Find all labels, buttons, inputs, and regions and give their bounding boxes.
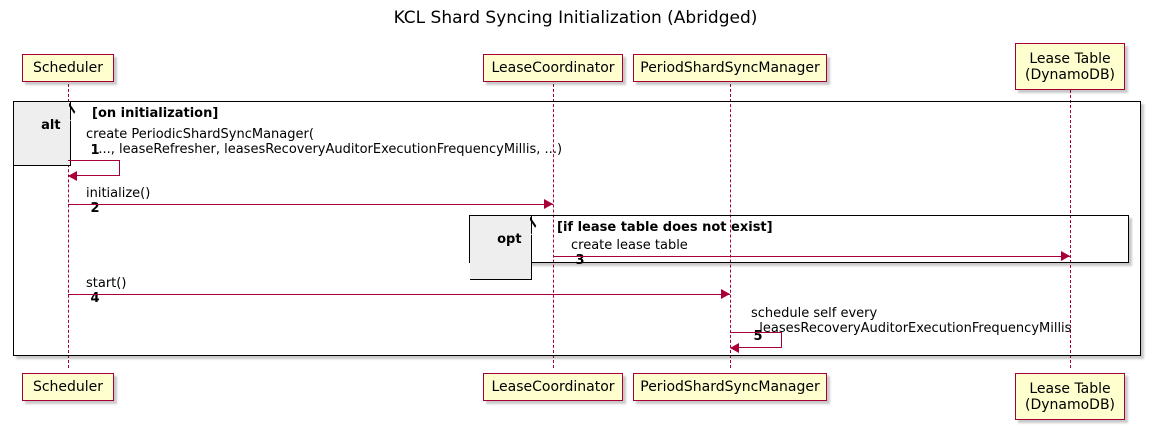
message-3-arrowhead [1061, 251, 1070, 261]
lifeline-lease-table [1070, 90, 1071, 368]
participant-scheduler-top-label: Scheduler [32, 60, 104, 76]
participant-lease-coordinator-top-label: LeaseCoordinator [491, 60, 615, 76]
participant-period-shard-sync-manager-top[interactable]: PeriodShardSyncManager [633, 54, 827, 82]
fragment-opt [469, 215, 1129, 263]
participant-lease-table-top-label-line1: Lease Table [1029, 50, 1111, 67]
fragment-alt [13, 101, 1141, 356]
fragment-alt-label-text: alt [41, 118, 61, 133]
participant-lease-coordinator-top[interactable]: LeaseCoordinator [483, 54, 623, 82]
message-2-line [68, 204, 553, 205]
message-4-text: 4 [74, 276, 100, 321]
message-3-text: 3 [559, 238, 585, 283]
message-5-number: 5 [753, 329, 763, 344]
message-4-number: 4 [90, 291, 100, 306]
participant-period-shard-sync-manager-bottom[interactable]: PeriodShardSyncManager [633, 373, 827, 401]
participant-lease-table-bottom[interactable]: Lease Table (DynamoDB) [1015, 373, 1125, 420]
fragment-opt-guard: [if lease table does not exist] [557, 220, 773, 235]
lifeline-period-shard-sync-manager [730, 84, 731, 368]
message-5-self-loop [730, 332, 782, 348]
participant-scheduler-bottom[interactable]: Scheduler [22, 373, 114, 401]
message-2-arrowhead [544, 199, 553, 209]
message-1-number: 1 [90, 143, 100, 158]
participant-scheduler-top[interactable]: Scheduler [22, 54, 114, 82]
participant-period-shard-sync-manager-top-label: PeriodShardSyncManager [640, 60, 820, 76]
message-5-arrowhead [730, 343, 739, 353]
fragment-opt-label-text: opt [497, 232, 522, 247]
message-1-label-line1: create PeriodicShardSyncManager( [86, 127, 314, 142]
message-2-label: initialize() [86, 186, 151, 201]
fragment-alt-corner [69, 101, 82, 122]
message-4-line [68, 294, 730, 295]
message-3-line [553, 256, 1070, 257]
message-3-label: create lease table [571, 238, 688, 253]
message-5-text: 5 [737, 314, 763, 359]
message-2-number: 2 [90, 201, 100, 216]
lifeline-scheduler [68, 84, 69, 368]
participant-lease-table-top[interactable]: Lease Table (DynamoDB) [1015, 43, 1125, 90]
participant-scheduler-bottom-label: Scheduler [32, 379, 104, 395]
message-5-label-line1: schedule self every [751, 306, 878, 321]
message-1-self-loop [68, 160, 120, 176]
message-1-arrowhead [68, 171, 77, 181]
participant-period-shard-sync-manager-bottom-label: PeriodShardSyncManager [640, 379, 820, 395]
fragment-opt-label: opt [470, 216, 542, 280]
message-1-text: 1 [74, 128, 100, 173]
participant-lease-table-bottom-label-line1: Lease Table [1029, 380, 1111, 397]
participant-lease-table-bottom-label-line2: (DynamoDB) [1024, 396, 1116, 413]
message-3-number: 3 [575, 253, 585, 268]
page-title: KCL Shard Syncing Initialization (Abridg… [393, 8, 758, 28]
fragment-alt-guard: [on initialization] [92, 106, 219, 121]
lifeline-lease-coordinator [553, 84, 554, 368]
message-4-label: start() [86, 276, 127, 291]
participant-lease-coordinator-bottom[interactable]: LeaseCoordinator [483, 373, 623, 401]
fragment-alt-label: alt [14, 102, 81, 166]
message-2-text: 2 [74, 186, 100, 231]
message-4-arrowhead [721, 289, 730, 299]
fragment-opt-corner [530, 215, 543, 236]
participant-lease-table-top-label-line2: (DynamoDB) [1024, 66, 1116, 83]
message-5-label-line2: leasesRecoveryAuditorExecutionFrequencyM… [751, 321, 1072, 336]
participant-lease-coordinator-bottom-label: LeaseCoordinator [491, 379, 615, 395]
message-1-label-line2: ..., leaseRefresher, leasesRecoveryAudit… [86, 142, 563, 157]
